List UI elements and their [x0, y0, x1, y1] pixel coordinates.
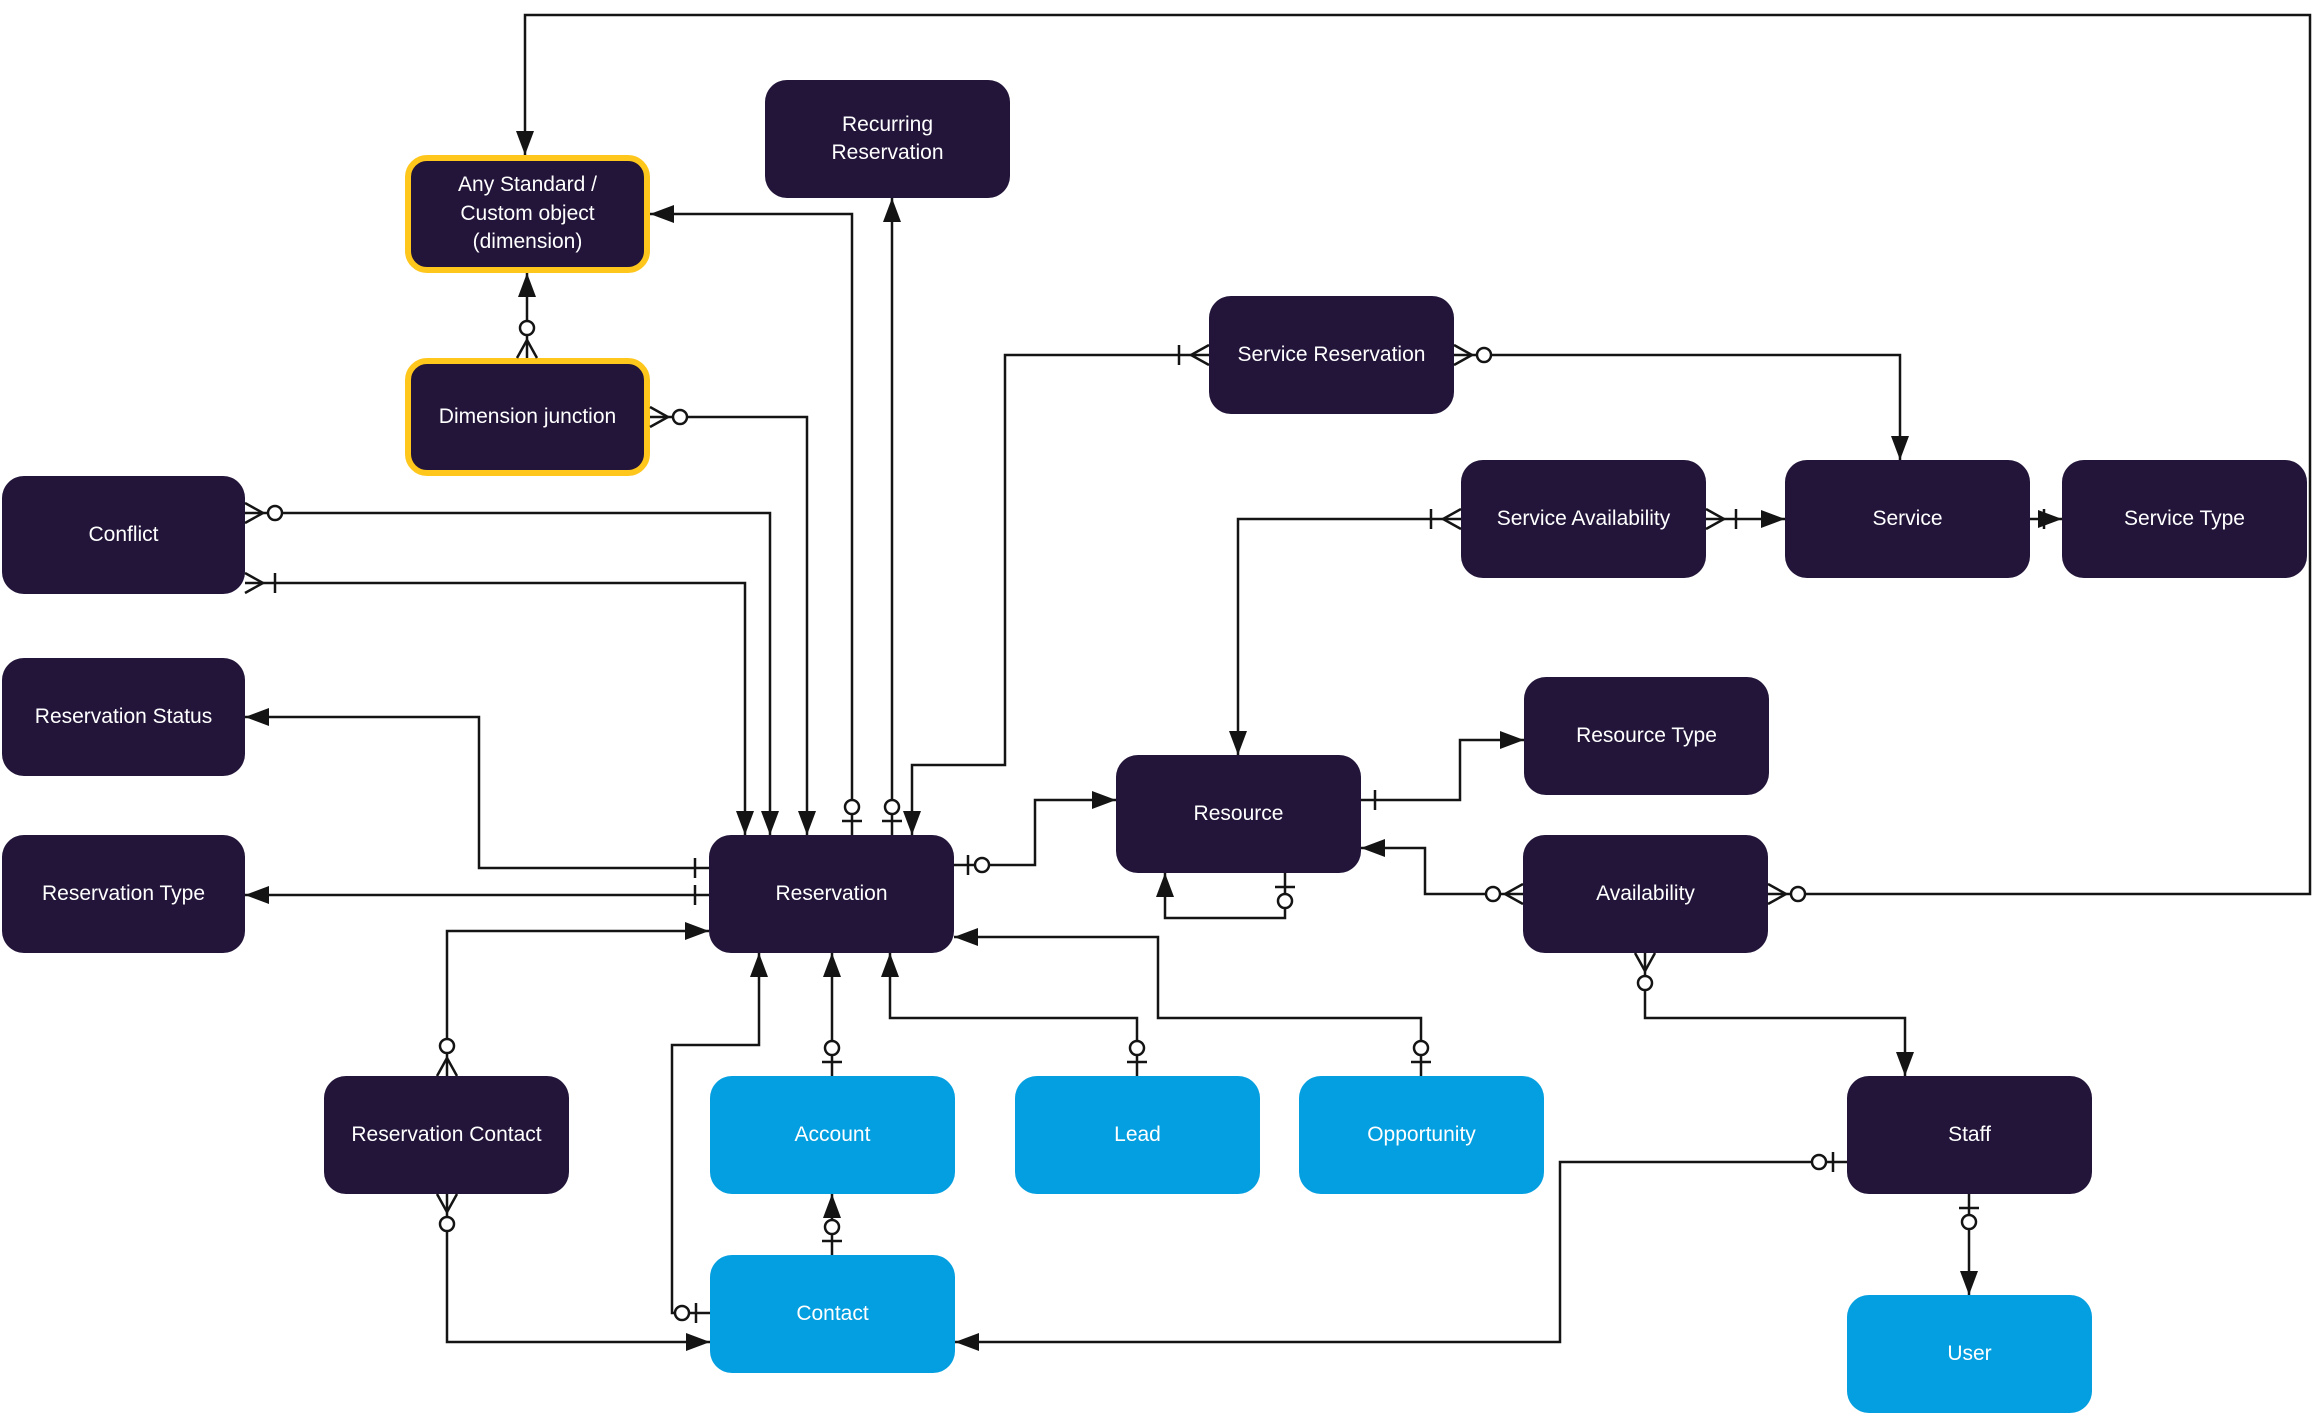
entity-reservation_type[interactable]: Reservation Type: [2, 835, 245, 953]
entity-any_standard[interactable]: Any Standard / Custom object (dimension): [405, 155, 650, 273]
entity-label-service: Service: [1872, 506, 1943, 530]
entity-label-user: User: [1947, 1341, 1992, 1365]
entity-label-contact: Contact: [796, 1301, 869, 1325]
entity-reservation_status[interactable]: Reservation Status: [2, 658, 245, 776]
entity-resource_type[interactable]: Resource Type: [1524, 677, 1769, 795]
entity-label-service_type: Service Type: [2123, 506, 2245, 530]
entity-account[interactable]: Account: [710, 1076, 955, 1194]
entity-label-reservation_contact: Reservation Contact: [351, 1122, 542, 1146]
entity-label-opportunity: Opportunity: [1367, 1122, 1476, 1146]
entity-label-reservation_type: Reservation Type: [41, 881, 206, 905]
entity-service_reservation[interactable]: Service Reservation: [1209, 296, 1454, 414]
entity-dimension_junction[interactable]: Dimension junction: [405, 358, 650, 476]
entity-availability[interactable]: Availability: [1523, 835, 1768, 953]
entity-contact[interactable]: Contact: [710, 1255, 955, 1373]
entity-label-conflict: Conflict: [88, 522, 159, 546]
entity-conflict[interactable]: Conflict: [2, 476, 245, 594]
entity-label-reservation_status: Reservation Status: [34, 704, 213, 728]
entity-label-resource_type: Resource Type: [1576, 723, 1717, 747]
entity-label-staff: Staff: [1948, 1122, 1991, 1146]
entity-recurring_reservation[interactable]: Recurring Reservation: [765, 80, 1010, 198]
entity-label-dimension_junction: Dimension junction: [438, 404, 617, 428]
entity-label-recurring_reservation: Recurring Reservation: [831, 112, 944, 164]
entity-user[interactable]: User: [1847, 1295, 2092, 1413]
entity-staff[interactable]: Staff: [1847, 1076, 2092, 1194]
entity-label-resource: Resource: [1193, 801, 1284, 825]
entity-label-lead: Lead: [1114, 1122, 1161, 1146]
entity-service[interactable]: Service: [1785, 460, 2030, 578]
entity-label-any_standard: Any Standard / Custom object (dimension): [458, 173, 597, 254]
entity-reservation[interactable]: Reservation: [709, 835, 954, 953]
entity-reservation_contact[interactable]: Reservation Contact: [324, 1076, 569, 1194]
entity-service_availability[interactable]: Service Availability: [1461, 460, 1706, 578]
entity-label-service_availability: Service Availability: [1496, 506, 1671, 530]
entity-opportunity[interactable]: Opportunity: [1299, 1076, 1544, 1194]
entity-label-service_reservation: Service Reservation: [1237, 342, 1426, 366]
entity-resource[interactable]: Resource: [1116, 755, 1361, 873]
entity-label-account: Account: [794, 1122, 871, 1146]
entity-service_type[interactable]: Service Type: [2062, 460, 2307, 578]
entity-label-availability: Availability: [1596, 881, 1695, 905]
entity-lead[interactable]: Lead: [1015, 1076, 1260, 1194]
entity-label-reservation: Reservation: [775, 881, 888, 905]
